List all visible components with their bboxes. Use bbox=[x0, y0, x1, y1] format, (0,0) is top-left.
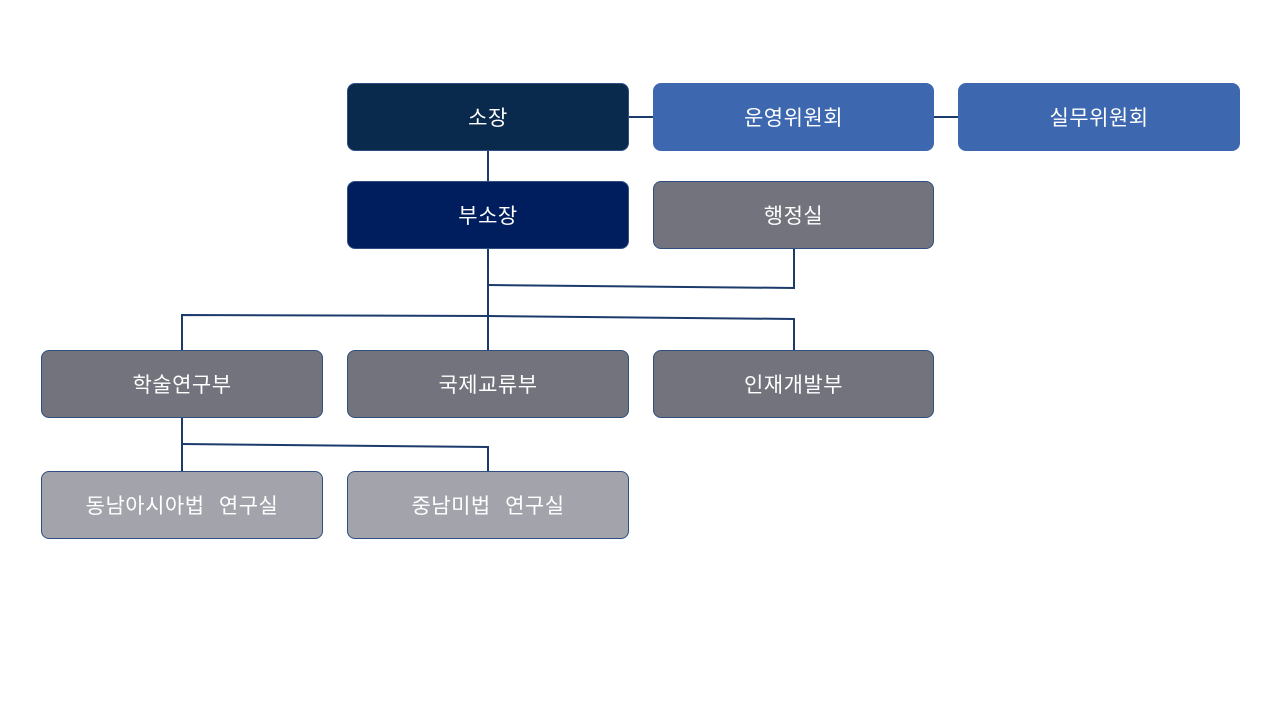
node-director: 소장 bbox=[347, 83, 629, 151]
node-southeast-asia-lab: 동남아시아법 연구실 bbox=[41, 471, 323, 539]
node-admin-office-label: 행정실 bbox=[763, 204, 824, 228]
node-deputy-director: 부소장 bbox=[347, 181, 629, 249]
connector-admin-branch bbox=[487, 249, 795, 290]
node-southeast-asia-lab-label: 동남아시아법 연구실 bbox=[85, 494, 279, 518]
node-talent-development-label: 인재개발부 bbox=[743, 373, 844, 397]
connector-labs-branch bbox=[181, 443, 489, 471]
node-working-committee: 실무위원회 bbox=[958, 83, 1240, 151]
node-deputy-director-label: 부소장 bbox=[458, 204, 518, 228]
node-admin-office: 행정실 bbox=[653, 181, 934, 249]
node-international-exchange-label: 국제교류부 bbox=[438, 373, 538, 397]
node-academic-research-label: 학술연구부 bbox=[132, 373, 232, 397]
node-talent-development: 인재개발부 bbox=[653, 350, 934, 418]
node-director-label: 소장 bbox=[468, 106, 508, 130]
node-international-exchange: 국제교류부 bbox=[347, 350, 629, 418]
node-latin-america-lab-label: 중남미법 연구실 bbox=[411, 494, 565, 518]
node-academic-research: 학술연구부 bbox=[41, 350, 323, 418]
node-steering-committee-label: 운영위원회 bbox=[743, 106, 844, 130]
node-working-committee-label: 실무위원회 bbox=[1049, 106, 1149, 130]
node-latin-america-lab: 중남미법 연구실 bbox=[347, 471, 629, 539]
node-steering-committee: 운영위원회 bbox=[653, 83, 934, 151]
connector-departments-bus bbox=[181, 313, 795, 350]
